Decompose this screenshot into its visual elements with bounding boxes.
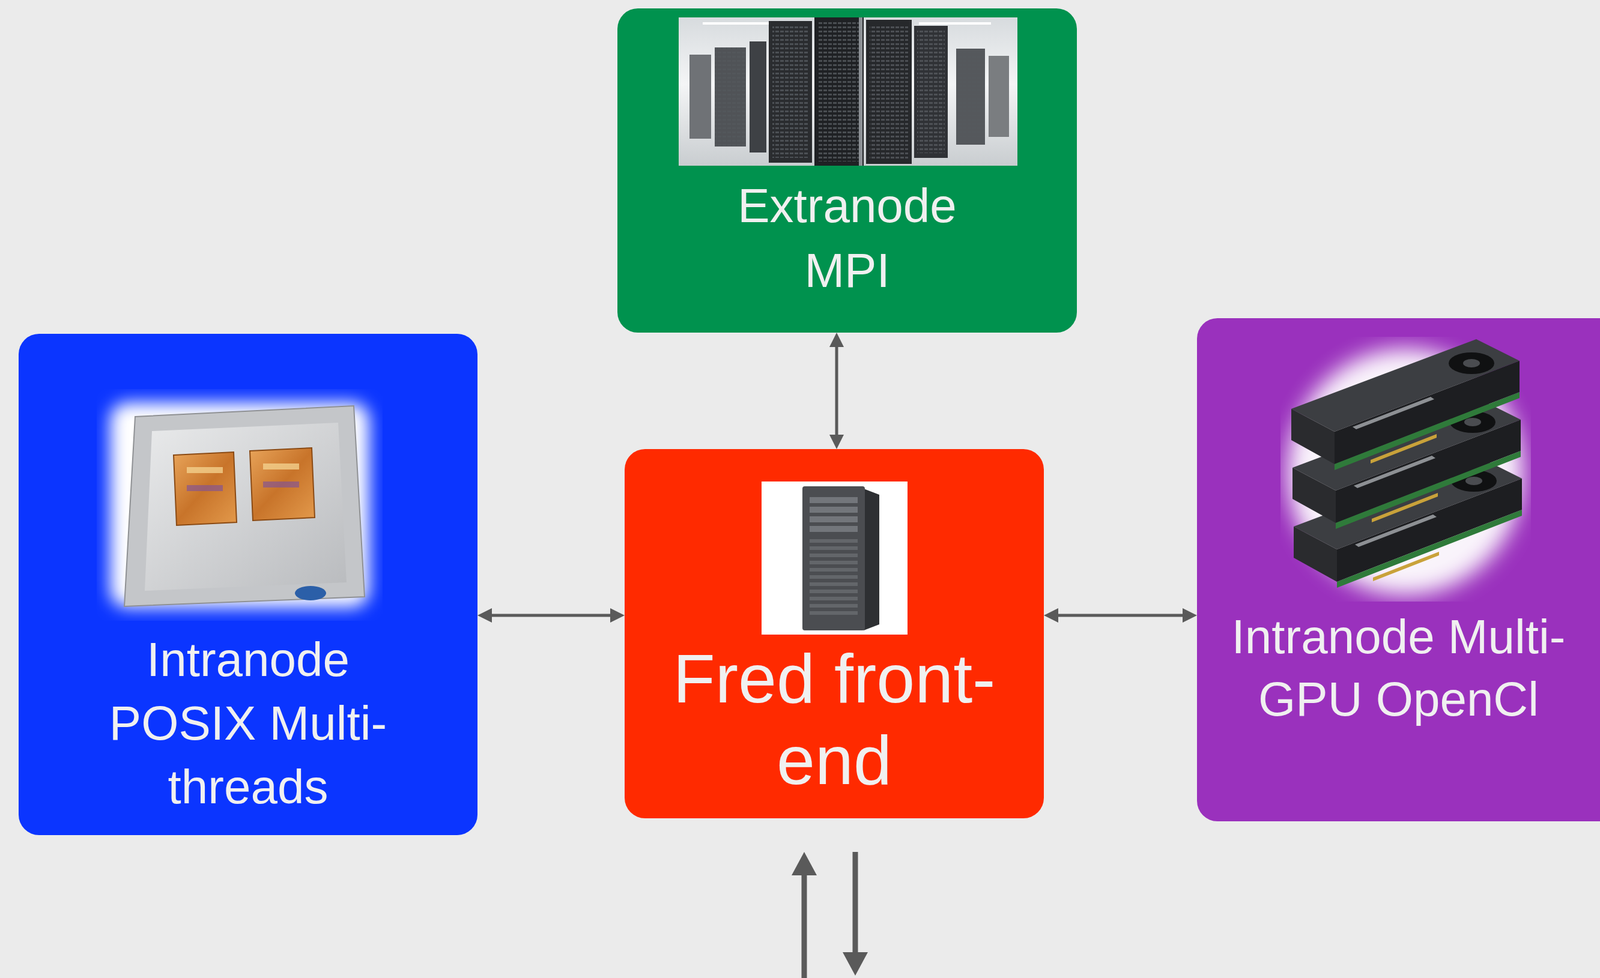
server-rack-picture-part [714,47,746,147]
double-arrow [829,332,844,450]
tower-pc-picture-part [809,604,858,608]
arrow-head [791,852,817,876]
server-rack-picture-part [988,55,1010,137]
arrow-head [610,608,625,623]
text-column: Intranode POSIX Multi-threads [79,628,417,820]
tower-pc-picture-part [809,589,858,594]
server-rack-picture-part [714,47,746,147]
gpu-stack-picture-part [1291,339,1520,471]
node-label: Extranode MPI [703,173,992,304]
arrow-shaft [852,852,859,957]
tower-pc-picture-part [809,516,858,523]
tower-pc-picture-part [809,546,858,551]
cpu-picture-part [294,586,327,601]
tower-pc-picture-part [809,506,858,513]
arrow-shaft [489,614,613,618]
tower-pc-picture-part [863,488,880,631]
down-arrow [842,852,868,976]
cpu-picture-part [124,406,365,607]
server-rack-picture-part [858,17,863,166]
gpu-stack-picture [1280,336,1531,602]
arrow-shaft [801,872,808,978]
text-column: Fred front-end [666,637,1003,802]
server-rack-picture-part [678,17,1018,166]
tower-pc-picture [761,481,908,635]
node-label: Intranode Multi-GPU OpenCl [1230,606,1567,731]
server-rack-picture-part [917,30,945,154]
server-rack-picture-part [869,24,909,160]
cpu-picture-part [186,485,223,492]
text-column: Intranode Multi-GPU OpenCl [1230,606,1567,731]
double-arrow [1043,608,1197,623]
server-rack-picture-part [814,17,864,166]
server-rack-picture-part [818,22,860,162]
up-arrow [791,852,817,978]
tower-pc-picture-part [802,486,865,631]
tower-pc-picture-part [809,596,858,601]
cpu-picture-part [263,463,300,470]
server-rack-picture-part [768,21,813,163]
text-column: Extranode MPI [703,173,992,304]
node-label: Intranode POSIX Multi-threads [79,628,417,820]
server-rack-picture [678,17,1018,166]
arrow-head [829,434,844,450]
cpu-picture-part [249,448,315,521]
server-rack-picture-part [956,48,985,145]
cpu-picture-part [186,467,223,474]
cpu-picture [96,389,383,622]
mpi-box: Extranode MPI [617,8,1077,333]
arrow-head [1182,608,1197,623]
server-rack-picture-part [914,25,948,158]
front-end-box: Fred front-end [624,449,1044,819]
tower-pc-picture-part [809,553,858,558]
gpu-box: Intranode Multi-GPU OpenCl [1196,318,1600,822]
cpu-picture-part [263,481,300,488]
tower-pc-picture-part [809,582,858,587]
server-rack-picture-part [956,48,985,145]
tower-pc-picture-part [809,539,858,543]
server-rack-picture-part [866,19,912,164]
server-rack-picture-part [918,22,991,25]
server-rack-picture-part [702,22,775,25]
tower-pc-picture-part [809,568,858,572]
tower-pc-picture-part [809,497,858,504]
arrow-shaft [835,344,839,438]
server-rack-picture-part [772,25,809,158]
arrow-head [842,952,868,976]
double-arrow [477,608,625,623]
node-label: Fred front-end [666,637,1003,802]
tower-pc-picture-part [809,526,858,533]
arrow-head [829,332,844,348]
tower-pc-picture-part [809,560,858,565]
threads-box: Intranode POSIX Multi-threads [18,333,478,836]
tower-pc-picture-part [809,575,858,579]
server-rack-picture-part [689,54,712,139]
server-rack-picture-part [749,41,767,153]
tower-pc-picture-part [809,611,858,616]
tower-pc-picture-part [761,481,908,635]
arrow-head [477,608,492,623]
cpu-picture-part [144,422,347,591]
arrow-head [1043,608,1059,623]
cpu-picture-part [109,402,370,608]
arrow-shaft [1055,614,1185,618]
cpu-picture-part [173,452,237,526]
